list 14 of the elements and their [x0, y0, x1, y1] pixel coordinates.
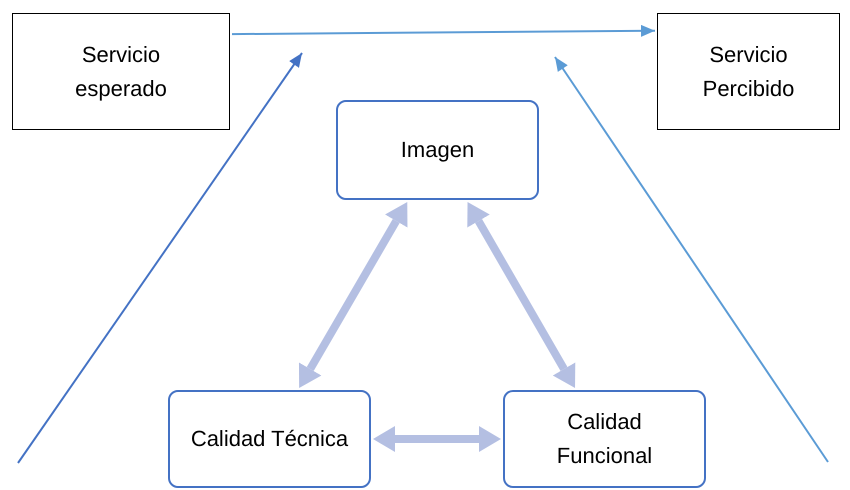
node-label: Calidad Funcional — [556, 408, 654, 470]
rounded-box — [336, 100, 539, 200]
node-label: Calidad Técnica — [190, 425, 350, 453]
node-label: Servicio esperado — [74, 40, 168, 103]
arrow — [232, 24, 655, 37]
rounded-box — [503, 390, 706, 488]
node-label: Servicio Percibido — [702, 40, 796, 102]
text-box — [657, 13, 840, 130]
node-label: Imagen — [400, 136, 476, 164]
double-arrow — [373, 426, 501, 452]
double-arrow — [467, 202, 576, 388]
rounded-box — [168, 390, 371, 488]
double-arrow — [298, 202, 408, 388]
text-box — [12, 13, 230, 130]
